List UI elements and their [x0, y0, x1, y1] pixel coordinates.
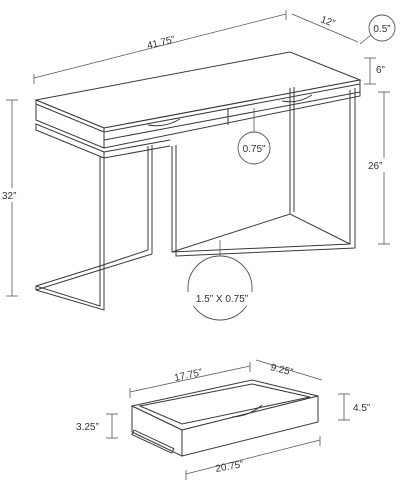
drawer-handle-left — [147, 118, 181, 127]
dimension-drawer-height: 4.5” — [338, 393, 370, 421]
drawer-side-face — [131, 405, 183, 457]
right-leg-frame — [171, 87, 356, 257]
drawer-depth-label: 9.25” — [269, 362, 294, 378]
width-label: 41.75” — [146, 34, 176, 52]
console-table-drawing — [34, 51, 362, 311]
depth-label: 12” — [319, 14, 336, 29]
leg-profile-callout — [187, 255, 253, 321]
drawer-runner — [131, 429, 175, 454]
metal-tube-label: 0.75” — [243, 144, 266, 155]
dimension-drawer-length: 20.75” — [185, 436, 321, 480]
drawer-inner-height-label: 3.25” — [76, 422, 99, 433]
dimension-drawer-clearance: 26” — [366, 91, 396, 245]
drawer-handle-cutout — [231, 404, 263, 418]
dimension-leg-profile: 1.5” X 0.75” — [180, 240, 266, 321]
dimension-total-height: 32” — [0, 99, 26, 297]
drawer-width-label: 17.75” — [173, 367, 203, 384]
dimension-drawer-inner-height: 3.25” — [76, 413, 118, 439]
dimension-drawer-depth: 9.25” — [255, 359, 323, 381]
drawer-height-label: 4.5” — [353, 403, 370, 414]
drawer-handle-right — [281, 94, 313, 103]
apron-long-face — [103, 79, 361, 149]
dimension-top-thickness: 0.5” — [359, 14, 396, 45]
left-leg-frame — [35, 145, 153, 311]
drawer-drawing — [130, 379, 319, 457]
total-height-label: 32” — [2, 191, 16, 202]
top-thickness-label: 0.5” — [373, 24, 390, 35]
drawer-clearance-label: 26” — [368, 161, 382, 172]
dimension-metal-tube: 0.75” — [237, 108, 271, 165]
drawer-length-label: 20.75” — [215, 459, 245, 475]
top-thickness-callout — [368, 14, 396, 42]
dimension-apron-height: 6” — [364, 57, 385, 85]
apron-height-label: 6” — [376, 65, 385, 76]
leg-profile-label: 1.5” X 0.75” — [196, 294, 248, 305]
dimension-depth: 12” — [291, 13, 359, 43]
